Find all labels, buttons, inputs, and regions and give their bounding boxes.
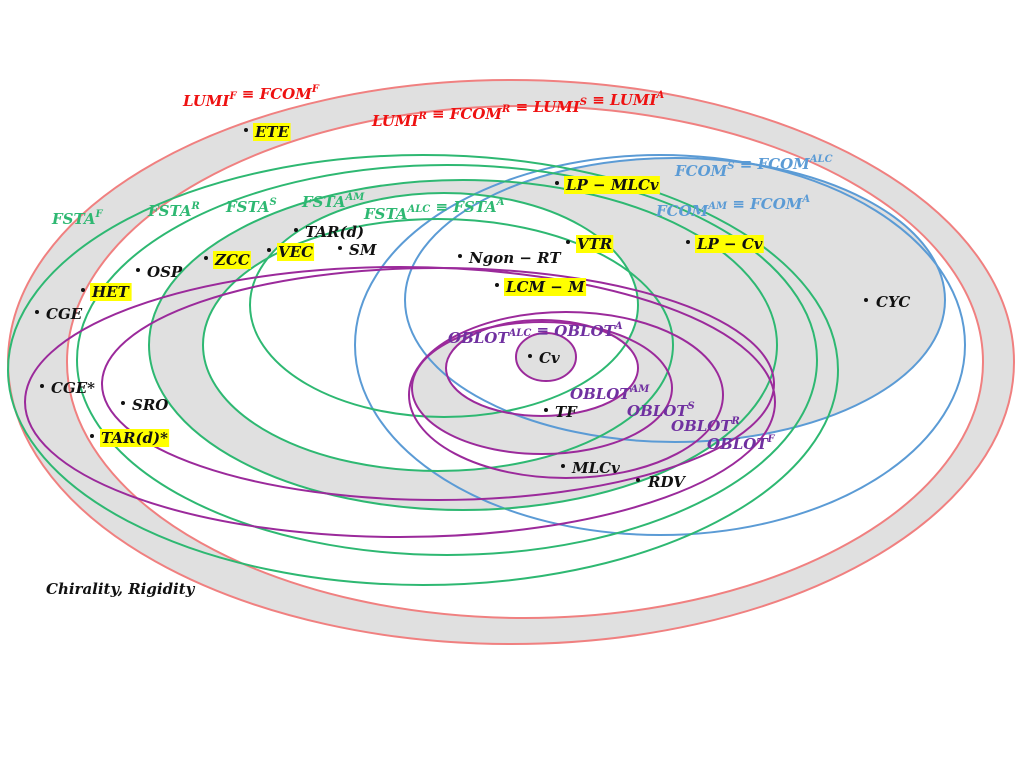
fsta-f-ellipse: [7, 154, 839, 586]
svg-text:SRO: SRO: [132, 396, 168, 414]
svg-text:VEC: VEC: [278, 243, 313, 261]
point-mlcv: MLCv: [561, 459, 620, 477]
label-highlight: [564, 176, 660, 194]
point-lp-mlcv: LP − MLCv: [555, 176, 659, 194]
oblot-s-ellipse: [408, 311, 724, 479]
svg-text:OSP: OSP: [147, 263, 183, 281]
label-fsta-s: FSTAS: [225, 197, 277, 216]
point-cge-star: CGE*: [40, 379, 95, 397]
label-highlight: [100, 429, 170, 447]
point-cyc: CYC: [864, 293, 910, 311]
label-highlight: [504, 278, 587, 296]
fsta-r-ellipse: [76, 164, 818, 556]
cv-region: [516, 333, 576, 381]
label-oblot-am: OBLOTAM: [570, 384, 650, 403]
caption: Chirality, Rigidity: [46, 580, 196, 598]
point-vtr: VTR: [566, 235, 612, 253]
svg-text:TAR(d)*: TAR(d)*: [101, 429, 168, 447]
svg-text:HET: HET: [91, 283, 131, 301]
fsta-am-ellipse: [202, 218, 674, 472]
cv-ellipse: [515, 332, 577, 382]
point-tar-d: TAR(d): [294, 223, 364, 241]
svg-text:LCM − M: LCM − M: [505, 278, 585, 296]
label-highlight: [90, 283, 132, 301]
fsta-alc-ellipse: [249, 192, 639, 418]
oblot-alc-ellipse: [445, 319, 639, 417]
svg-text:LP − MLCv: LP − MLCv: [565, 176, 659, 194]
point-tf: TF: [544, 403, 578, 421]
oblot-f-ellipse: [24, 266, 776, 538]
label-oblot-f: OBLOTF: [707, 434, 776, 453]
point-het: HET: [81, 283, 131, 301]
label-fsta-r: FSTAR: [147, 201, 200, 220]
label-fsta-alc: FSTAALC ≡ FSTAA: [363, 197, 505, 223]
svg-text:Cv: Cv: [539, 349, 560, 367]
label-lumi-r: LUMIR ≡ FCOMR ≡ LUMIS ≡ LUMIA: [371, 90, 664, 130]
point-ete: ETE: [244, 123, 290, 141]
point-cge: CGE: [35, 305, 83, 323]
svg-text:TF: TF: [555, 403, 578, 421]
point-osp: OSP: [136, 263, 183, 281]
svg-text:RDV: RDV: [647, 473, 686, 491]
point-vec: VEC: [267, 243, 313, 261]
svg-text:SM: SM: [349, 241, 377, 259]
label-fcom-am: FCOMAM ≡ FCOMA: [655, 194, 810, 220]
svg-text:CGE: CGE: [46, 305, 83, 323]
svg-text:CYC: CYC: [876, 293, 910, 311]
point-lcm-m: LCM − M: [495, 278, 585, 296]
oblot-r-ellipse: [101, 267, 775, 501]
label-fcom-s: FCOMS ≡ FCOMALC: [674, 154, 833, 180]
fcom-s-ellipse: [354, 154, 966, 536]
svg-text:LP − Cv: LP − Cv: [696, 235, 763, 253]
label-oblot-alc: OBLOTALC ≡ OBLOTA: [448, 321, 623, 347]
point-ngon-rt: Ngon − RT: [458, 249, 562, 267]
point-rdv: RDV: [636, 473, 686, 491]
point-zcc: ZCC: [204, 251, 250, 269]
label-oblot-s: OBLOTS: [627, 401, 695, 420]
label-highlight: [213, 251, 251, 269]
svg-text:VTR: VTR: [577, 235, 612, 253]
point-cv: Cv: [528, 349, 560, 367]
label-lumi-f: LUMIF ≡ FCOMF: [182, 84, 320, 110]
point-lp-cv: LP − Cv: [686, 235, 763, 253]
label-highlight: [277, 243, 315, 261]
label-fsta-f: FSTAF: [51, 209, 103, 228]
svg-text:MLCv: MLCv: [571, 459, 620, 477]
svg-text:CGE*: CGE*: [51, 379, 95, 397]
svg-text:TAR(d): TAR(d): [305, 223, 364, 241]
label-highlight: [695, 235, 764, 253]
oblot-am-ellipse: [411, 321, 673, 455]
label-highlight: [253, 123, 291, 141]
lumi-r-ellipse: [66, 105, 984, 619]
fsta-s-ellipse: [148, 179, 778, 511]
label-highlight: [576, 235, 614, 253]
label-oblot-r: OBLOTR: [671, 416, 740, 435]
point-tar-d-star: TAR(d)*: [90, 429, 168, 447]
fcom-am-ellipse: [404, 157, 946, 443]
svg-text:ETE: ETE: [254, 123, 290, 141]
point-sm: SM: [338, 241, 377, 259]
svg-text:ZCC: ZCC: [214, 251, 250, 269]
label-fsta-am: FSTAAM: [301, 192, 365, 211]
svg-text:Ngon − RT: Ngon − RT: [468, 249, 562, 267]
point-sro: SRO: [121, 396, 168, 414]
